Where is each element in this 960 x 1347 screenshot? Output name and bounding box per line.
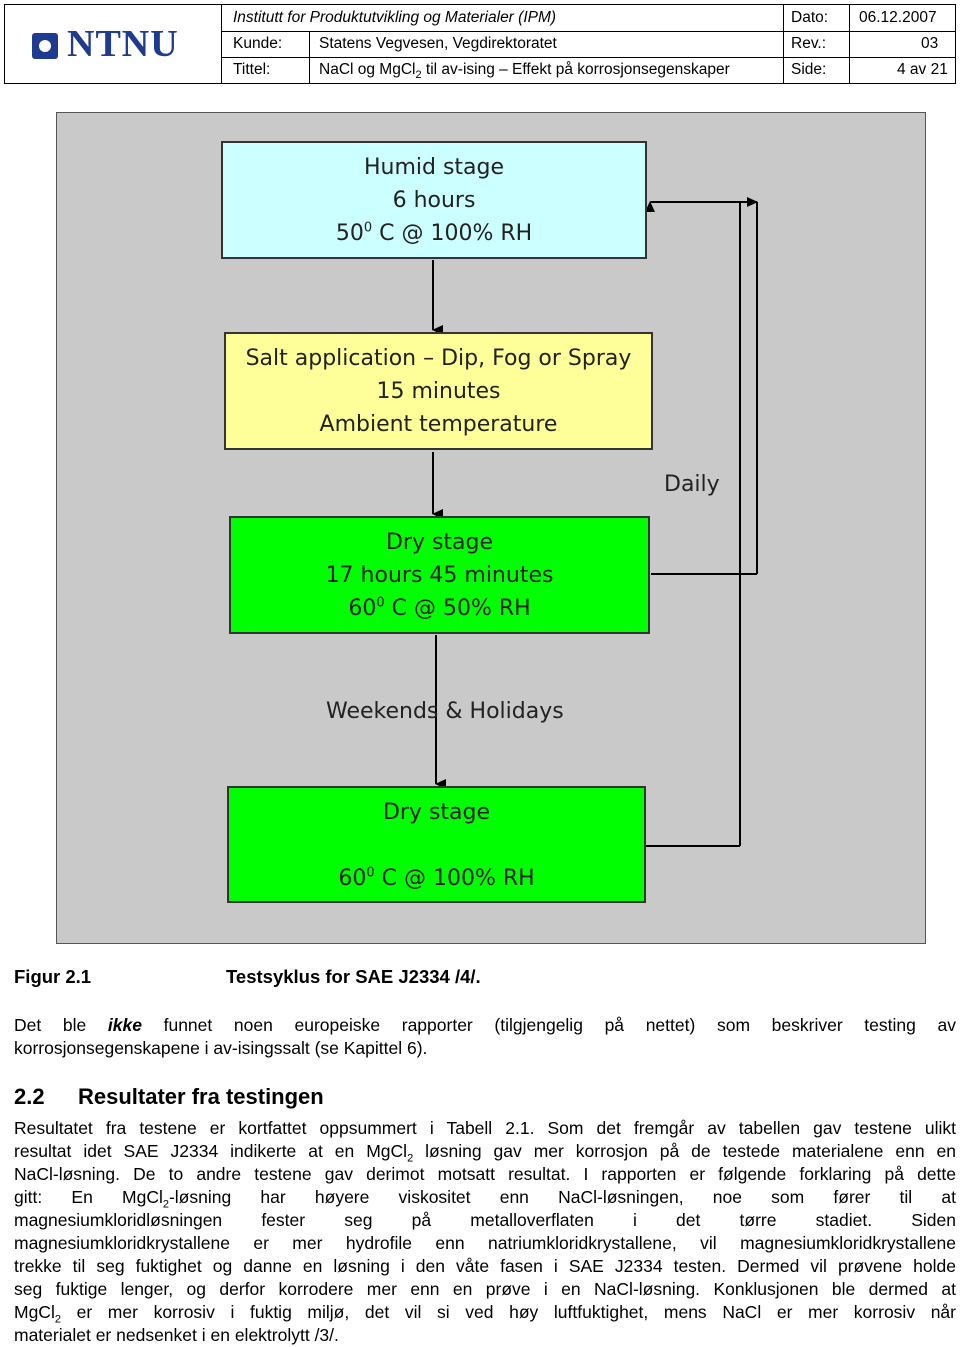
flow-arrows — [432, 197, 758, 847]
date-value: 06.12.2007 — [859, 9, 937, 26]
dry-stage-weekend-conditions: 600 C @ 100% RH — [338, 865, 535, 891]
revision-label: Rev.: — [791, 35, 827, 52]
paragraph-results-line: gitt: En MgCl2-løsning har høyere viskos… — [14, 1187, 956, 1211]
salt-application-conditions: Ambient temperature — [319, 412, 558, 437]
paragraph-intro: Det ble ikke funnet noen europeiske rapp… — [14, 1014, 956, 1060]
dry-stage-title: Dry stage — [385, 530, 494, 555]
ntnu-logo-text: NTNU — [67, 23, 179, 65]
paragraph-results-line: trekke til seg fuktighet og danne en løs… — [14, 1256, 956, 1276]
daily-label: Daily — [664, 472, 720, 497]
ntnu-logo: NTNU — [5, 5, 222, 83]
dry-stage-box: Dry stage 17 hours 45 minutes 600 C @ 50… — [229, 516, 650, 634]
figure-caption-label: Figur 2.1 — [14, 966, 92, 987]
date-label: Dato: — [791, 9, 829, 26]
dry-stage-weekend-title: Dry stage — [382, 800, 491, 825]
salt-application-duration: 15 minutes — [376, 379, 501, 404]
customer-value: Statens Vegvesen, Vegdirektoratet — [319, 35, 557, 52]
humid-stage-title: Humid stage — [363, 155, 505, 180]
paragraph-intro-line: korrosjonsegenskapene i av-isingssalt (s… — [14, 1038, 428, 1058]
paragraph-results-line: resultat idet SAE J2334 indikerte at en … — [14, 1141, 956, 1165]
page-label: Side: — [791, 61, 827, 78]
title-label: Tittel: — [233, 61, 271, 78]
title-value: NaCl og MgCl2 til av-ising – Effekt på k… — [319, 61, 730, 82]
paragraph-results-line: magnesiumkloridløsningen fester seg på m… — [14, 1210, 956, 1230]
institute-name: Institutt for Produktutvikling og Materi… — [233, 9, 557, 26]
dry-stage-duration: 17 hours 45 minutes — [325, 563, 554, 588]
paragraph-results-line: materialet er nedsenket i en elektrolytt… — [14, 1325, 339, 1345]
revision-value: 03 — [921, 35, 939, 52]
humid-stage-box: Humid stage 6 hours 500 C @ 100% RH — [221, 141, 647, 259]
humid-stage-conditions: 500 C @ 100% RH — [335, 220, 533, 246]
paragraph-results: Resultatet fra testene er kortfattet opp… — [14, 1117, 956, 1347]
paragraph-results-line: Resultatet fra testene er kortfattet opp… — [14, 1118, 956, 1138]
humid-stage-duration: 6 hours — [392, 188, 476, 213]
page-value: 4 av 21 — [897, 61, 948, 78]
paragraph-results-line: NaCl-løsning. De to andre testene gav de… — [14, 1164, 956, 1184]
section-number: 2.2 — [14, 1084, 45, 1109]
paragraph-results-line: seg fuktige lenger, og derfor korrodere … — [14, 1279, 956, 1299]
salt-application-box: Salt application – Dip, Fog or Spray 15 … — [224, 332, 653, 450]
paragraph-results-line: MgCl2 er mer korrosiv i fuktig miljø, de… — [14, 1302, 956, 1326]
ntnu-logo-icon — [32, 33, 58, 59]
header-row-customer: Kunde: Statens Vegvesen, Vegdirektoratet… — [221, 31, 955, 58]
section-heading: 2.2 Resultater fra testingen — [14, 1084, 324, 1110]
section-title: Resultater fra testingen — [78, 1084, 324, 1109]
dry-stage-conditions: 600 C @ 50% RH — [348, 595, 531, 621]
weekends-holidays-label: Weekends & Holidays — [326, 699, 564, 724]
header-row-institute: Institutt for Produktutvikling og Materi… — [221, 5, 955, 32]
paragraph-results-line: magnesiumkloridkrystallene er mer hydrof… — [14, 1233, 956, 1253]
paragraph-intro-line: Det ble ikke funnet noen europeiske rapp… — [14, 1015, 956, 1035]
salt-application-title: Salt application – Dip, Fog or Spray — [245, 346, 632, 371]
customer-label: Kunde: — [233, 35, 283, 52]
document-header: NTNU Institutt for Produktutvikling og M… — [4, 4, 956, 84]
dry-stage-weekend-box: Dry stage 600 C @ 100% RH — [227, 786, 646, 903]
figure-caption-text: Testsyklus for SAE J2334 /4/. — [226, 966, 481, 987]
header-row-title: Tittel: NaCl og MgCl2 til av-ising – Eff… — [221, 57, 955, 83]
